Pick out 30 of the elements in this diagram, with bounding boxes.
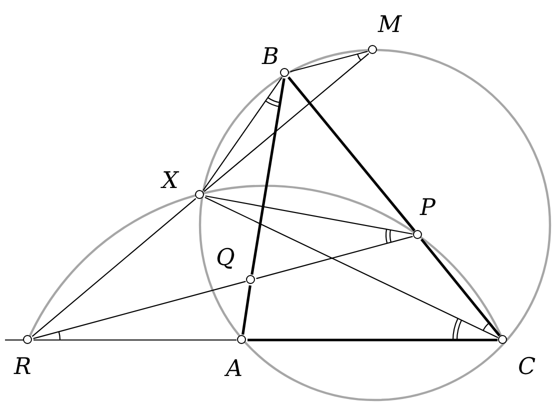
line-segment	[202, 77, 282, 191]
point-marker	[246, 275, 255, 284]
line-segment	[204, 53, 370, 192]
line-segment	[256, 236, 413, 280]
point-label: X	[162, 170, 178, 193]
point-marker	[368, 45, 377, 54]
point-marker	[413, 230, 422, 239]
line-segment	[34, 339, 236, 341]
point-marker	[237, 335, 246, 344]
line-segment	[205, 195, 413, 235]
line-segment	[287, 76, 416, 232]
line-segment	[32, 198, 196, 337]
point-marker	[23, 335, 32, 344]
point-marker	[195, 190, 204, 199]
point-label: B	[262, 46, 279, 69]
line-segment	[290, 50, 368, 72]
line-segment	[250, 78, 286, 275]
line-segment	[204, 196, 498, 338]
point-marker	[498, 335, 507, 344]
point-label: A	[226, 358, 243, 381]
point-label: C	[518, 356, 536, 379]
line-segment	[242, 285, 252, 335]
line-segment	[33, 280, 246, 340]
point-marker	[280, 68, 289, 77]
line-segment	[420, 238, 501, 337]
point-label: P	[420, 197, 436, 220]
line-segment	[248, 338, 498, 342]
point-label: M	[378, 14, 402, 37]
point-label: Q	[216, 247, 235, 270]
point-label: R	[14, 356, 32, 379]
